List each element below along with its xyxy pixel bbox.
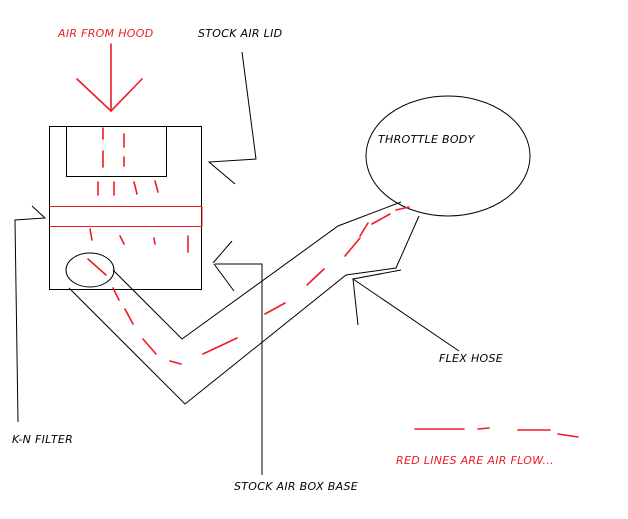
air-flow-lines xyxy=(76,43,410,365)
flex-hose xyxy=(68,201,420,405)
hose-callout-arrow xyxy=(352,269,402,280)
label-air-from-hood: AIR FROM HOOD xyxy=(57,27,153,40)
label-flex-hose: FLEX HOSE xyxy=(439,352,503,365)
airbox-outlet xyxy=(65,252,115,288)
legend-sample-line xyxy=(414,427,579,438)
flex-hose-lower-wall xyxy=(68,215,420,405)
base-callout-arrow xyxy=(213,263,235,292)
base-callout-arrow xyxy=(212,240,233,264)
legend-dash xyxy=(477,427,490,430)
air-dash xyxy=(169,360,182,365)
air-dash xyxy=(153,237,156,245)
air-dash xyxy=(119,235,125,245)
airbox xyxy=(49,126,203,290)
air-dash xyxy=(371,213,391,225)
air-dash xyxy=(359,222,369,237)
legend-dash xyxy=(557,433,579,438)
label-kn-filter: K-N FILTER xyxy=(12,433,73,446)
air-dash xyxy=(264,302,286,315)
lid-callout-arrow xyxy=(207,51,257,185)
air-dash xyxy=(344,237,361,257)
air-dash xyxy=(154,180,159,193)
air-dash xyxy=(306,268,325,286)
label-throttle-body: THROTTLE BODY xyxy=(378,133,476,146)
callouts xyxy=(14,51,460,475)
air-dash xyxy=(124,308,134,325)
label-stock-air-lid: STOCK AIR LID xyxy=(198,27,282,40)
lid-opening xyxy=(66,126,167,177)
legend-label: RED LINES ARE AIR FLOW... xyxy=(396,454,554,467)
kn-filter-band xyxy=(49,206,203,227)
air-dash xyxy=(112,287,120,301)
base-callout-arrow xyxy=(215,263,263,475)
air-dash xyxy=(87,258,107,276)
air-dash xyxy=(395,206,410,211)
throttle-body xyxy=(365,95,531,217)
hose-callout-arrow xyxy=(352,277,460,352)
airbox-outline xyxy=(49,126,202,290)
air-arrow-head xyxy=(76,78,143,113)
filter-callout-arrow xyxy=(14,205,47,423)
label-stock-air-box-base: STOCK AIR BOX BASE xyxy=(234,480,358,493)
air-dash xyxy=(133,181,138,195)
air-dash xyxy=(202,337,238,355)
flex-hose-upper-wall xyxy=(112,201,402,340)
air-dash xyxy=(89,228,93,241)
air-dash xyxy=(142,338,157,355)
